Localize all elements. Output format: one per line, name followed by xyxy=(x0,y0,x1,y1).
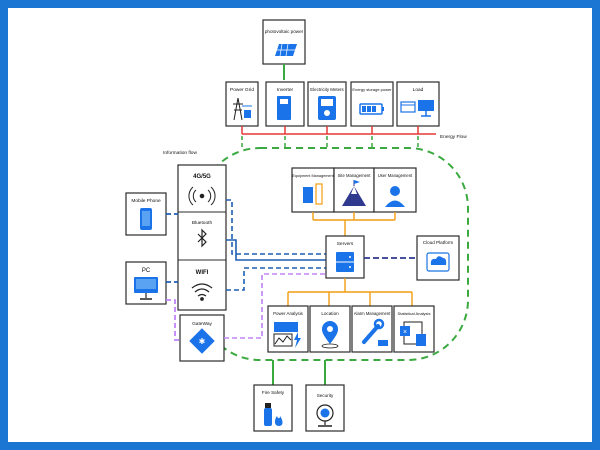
wifi-label: WIFI xyxy=(196,270,209,276)
bluetooth-label: Bluetooth xyxy=(192,220,213,226)
electricity-meters-label: Electricity Meters xyxy=(310,87,344,92)
security-node: Security xyxy=(305,384,345,432)
energy-info-links xyxy=(241,136,419,150)
power-analysis-label: Power Analysis xyxy=(273,311,304,316)
wrench-icon xyxy=(362,318,388,346)
fire-extinguisher-icon xyxy=(264,403,283,426)
camera-icon xyxy=(316,404,334,427)
svg-text:×: × xyxy=(403,329,407,336)
cell-section: 4G/5G xyxy=(188,174,216,206)
monitor-icon xyxy=(134,277,158,300)
location-label: Location xyxy=(321,311,339,316)
transmission-tower-icon xyxy=(233,97,252,121)
site-management-node: Site Management xyxy=(333,167,375,213)
location-node: Location xyxy=(309,305,351,353)
cloud-platform-label: Cloud Platform xyxy=(423,240,454,245)
user-icon xyxy=(385,186,405,207)
inverter-icon xyxy=(277,96,291,120)
statistical-analysis-label: Statistical Analysis xyxy=(398,311,431,316)
spreadsheet-icon: × xyxy=(400,321,426,346)
alarm-management-label: Alarm Management xyxy=(354,311,391,316)
cell-label: 4G/5G xyxy=(193,174,211,180)
pc-node: PC xyxy=(125,261,167,305)
energy-bus xyxy=(241,126,436,135)
power-grid-node: Power Grid xyxy=(225,81,259,127)
antenna-icon xyxy=(188,186,216,206)
energy-storage-node: Energy storage power xyxy=(350,81,394,127)
site-management-label: Site Management xyxy=(338,173,372,178)
cloud-icon xyxy=(426,252,450,272)
alarm-management-node: Alarm Management xyxy=(351,305,393,353)
pv-node: photovoltaic power xyxy=(262,19,306,65)
cloud-platform-node: Cloud Platform xyxy=(416,235,460,281)
servers-node: Servers xyxy=(325,235,365,279)
mountain-flag-icon xyxy=(342,180,366,206)
user-management-node: User Management xyxy=(373,167,417,213)
statistical-analysis-node: Statistical Analysis × xyxy=(393,305,435,353)
solar-panel-icon xyxy=(275,43,297,57)
gateway-icon: ✱ xyxy=(189,328,215,354)
load-label: Load xyxy=(413,87,424,93)
inverter-node: Inverter xyxy=(265,81,305,127)
info-flow-loop xyxy=(199,147,469,361)
analysis-links xyxy=(287,278,413,306)
user-management-label: User Management xyxy=(378,173,413,178)
device-links xyxy=(166,213,180,341)
map-pin-icon xyxy=(321,321,339,349)
gateway-node: GateWay ✱ xyxy=(179,314,225,362)
energy-storage-label: Energy storage power xyxy=(352,87,392,92)
pc-label: PC xyxy=(142,268,151,274)
fire-safety-node: Fire Safety xyxy=(253,384,293,432)
bluetooth-section: Bluetooth xyxy=(192,220,213,248)
management-links xyxy=(312,212,396,236)
smartphone-icon xyxy=(140,208,152,230)
gateway-label: GateWay xyxy=(192,321,212,327)
wifi-section: WIFI xyxy=(191,270,213,301)
equipment-management-node: Equipment Management xyxy=(291,167,335,213)
comm-server-links xyxy=(224,199,326,339)
servers-label: Servers xyxy=(337,241,354,247)
bottom-links xyxy=(272,360,326,385)
pv-label: photovoltaic power xyxy=(265,29,304,34)
server-icon xyxy=(336,252,354,272)
power-analysis-node: Power Analysis xyxy=(267,305,309,353)
battery-icon xyxy=(359,103,384,115)
bluetooth-icon xyxy=(197,228,207,248)
inverter-label: Inverter xyxy=(277,87,294,93)
energy-flow-label: Energy Flow xyxy=(440,134,467,140)
mobile-phone-label: Mobile Phone xyxy=(131,198,161,204)
power-grid-label: Power Grid xyxy=(230,87,254,93)
electricity-meters-node: Electricity Meters xyxy=(307,81,347,127)
wifi-icon xyxy=(191,283,213,301)
appliances-icon xyxy=(400,100,434,117)
meter-icon xyxy=(318,96,336,120)
mobile-phone-node: Mobile Phone xyxy=(125,192,167,236)
svg-text:✱: ✱ xyxy=(199,337,206,346)
power-chart-icon xyxy=(273,322,301,348)
equipment-management-label: Equipment Management xyxy=(292,174,334,178)
equipment-icon xyxy=(303,183,323,205)
information-flow-label: Information flow xyxy=(163,150,197,156)
fire-safety-label: Fire Safety xyxy=(262,390,285,395)
load-node: Load xyxy=(396,81,440,127)
security-label: Security xyxy=(317,393,334,398)
